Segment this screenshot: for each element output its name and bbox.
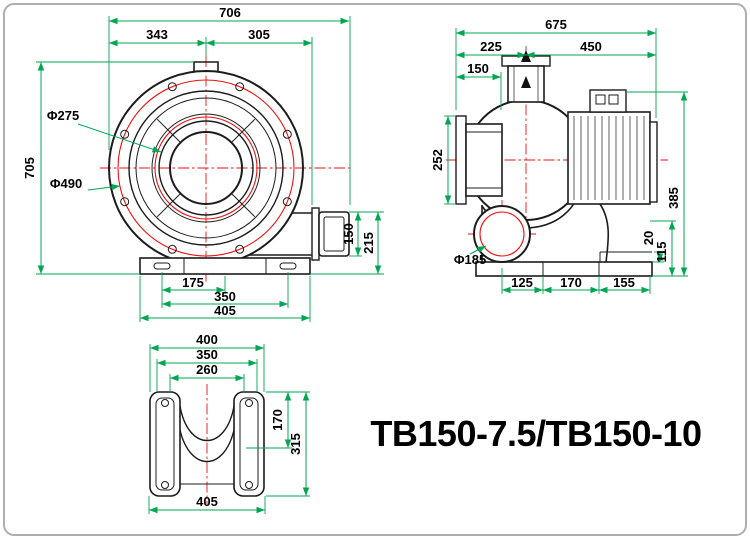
side-dimension-lines (444, 28, 688, 294)
dim-side-base-middle: 170 (560, 275, 582, 290)
side-port-circle (473, 205, 531, 263)
model-title: TB150-7.5/TB150-10 (370, 413, 701, 454)
dim-bottom-overall-depth: 315 (288, 433, 303, 455)
front-bolt-holes (120, 82, 292, 254)
dim-front-housing-diameter: Φ490 (50, 176, 82, 191)
dim-bottom-overall-width: 405 (196, 494, 218, 509)
bottom-view: 400 350 260 170 315 405 (148, 332, 310, 514)
dim-bottom-bolt-spacing: 350 (196, 347, 218, 362)
dim-front-inlet-flange-diameter: Φ275 (47, 108, 79, 123)
dim-front-width-left: 343 (146, 27, 168, 42)
dim-front-foot-slot-to-center: 175 (182, 275, 204, 290)
dim-side-base-step: 20 (641, 231, 656, 245)
side-inlet (455, 115, 503, 205)
motor-terminal-box (589, 89, 627, 113)
front-housing (108, 61, 304, 266)
front-grill-spokes (156, 118, 256, 218)
dim-side-base-height: 115 (654, 242, 669, 263)
dim-side-axis-to-motor-end: 450 (580, 39, 602, 54)
dim-side-inlet-flange-height: 252 (430, 149, 445, 171)
front-outlet-flange (249, 207, 350, 261)
flow-arrow (521, 76, 531, 88)
dim-side-inlet-length: 150 (467, 61, 489, 76)
page-border (3, 3, 747, 536)
motor-end-cap (649, 121, 658, 203)
dim-side-port-diameter: Φ185 (454, 252, 486, 267)
dim-side-inlet-to-axis: 225 (480, 39, 502, 54)
side-motor (567, 89, 658, 205)
dim-front-width-right: 305 (248, 27, 270, 42)
dim-front-overall-height: 705 (22, 157, 37, 179)
dim-side-overall-height: 385 (666, 187, 681, 209)
dim-bottom-inner-width: 260 (196, 362, 218, 377)
bottom-dimension-lines (148, 344, 310, 514)
side-pedestal (475, 203, 653, 277)
front-mounting-base (139, 257, 311, 275)
dim-front-foot-bolt-spacing: 350 (214, 289, 236, 304)
front-top-lug (193, 61, 219, 71)
bottom-bracket (149, 391, 265, 497)
dim-front-outlet-to-base: 215 (361, 232, 376, 254)
dim-side-overall-length: 675 (545, 17, 567, 32)
front-dimension-lines (36, 16, 384, 322)
dim-bottom-top-width: 400 (196, 332, 218, 347)
dim-bottom-slot-length: 170 (270, 409, 285, 431)
motor-cooling-fins (573, 116, 645, 200)
dim-front-base-width: 405 (214, 303, 236, 318)
dim-front-outlet-flange-height: 150 (341, 223, 356, 245)
dim-side-base-front: 125 (511, 275, 533, 290)
front-view: 706 343 305 705 Φ275 Φ490 150 215 175 35… (22, 5, 384, 322)
dim-side-base-rear: 155 (613, 275, 635, 290)
front-centerlines (100, 56, 352, 284)
side-outlet-duct (501, 50, 551, 103)
dim-front-overall-width: 706 (219, 5, 241, 20)
side-view: 675 225 450 150 252 385 20 115 Φ185 125 … (430, 17, 688, 294)
